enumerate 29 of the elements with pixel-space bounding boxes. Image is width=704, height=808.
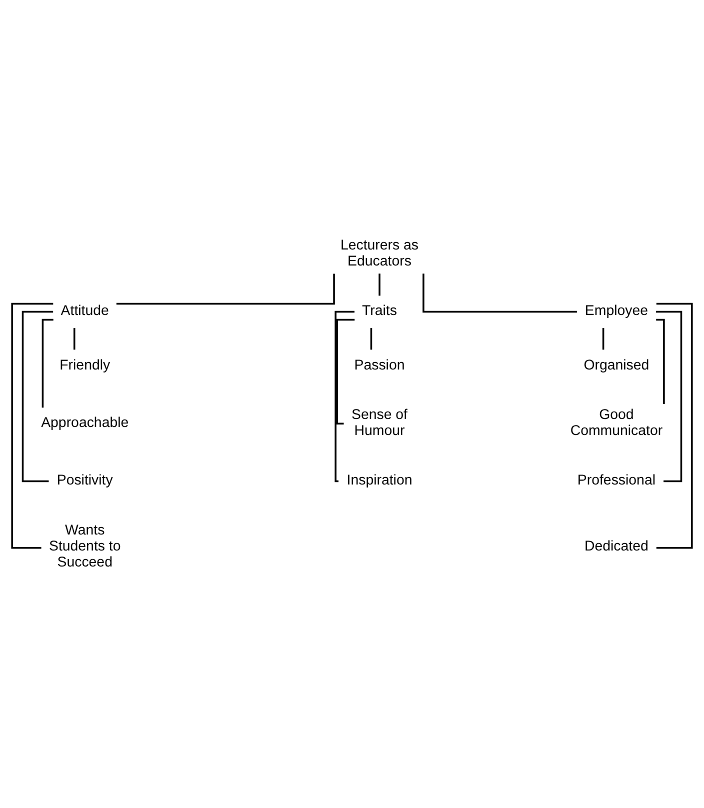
connector — [334, 310, 354, 482]
node-text: Friendly — [60, 356, 110, 373]
node-text: Inspiration — [346, 472, 412, 488]
node-text: Sense of Humour — [352, 406, 408, 438]
connector — [656, 302, 693, 548]
node-text: Professional — [577, 472, 656, 488]
node-text: Wants Students to Succeed — [48, 522, 121, 570]
connector — [422, 273, 577, 312]
node-text: Attitude — [60, 302, 109, 319]
connector — [22, 310, 54, 482]
node-text: Organised — [584, 356, 650, 373]
node-text: Positivity — [56, 472, 113, 488]
node-text: Dedicated — [584, 538, 648, 554]
connector — [73, 328, 76, 350]
connector — [602, 328, 604, 350]
connector — [11, 302, 54, 548]
connector — [336, 318, 355, 424]
connector — [42, 318, 54, 408]
node-text: Passion — [354, 356, 405, 373]
connector — [656, 310, 682, 482]
node-text: Traits — [362, 302, 397, 319]
connector — [116, 273, 335, 304]
node-text: Lecturers as Educators — [340, 236, 419, 269]
node-text: Approachable — [41, 414, 129, 430]
connector — [656, 318, 665, 404]
connector — [378, 273, 380, 296]
node-text: Employee — [584, 302, 648, 319]
node-text: Good Communicator — [570, 406, 663, 438]
connector — [370, 328, 372, 350]
